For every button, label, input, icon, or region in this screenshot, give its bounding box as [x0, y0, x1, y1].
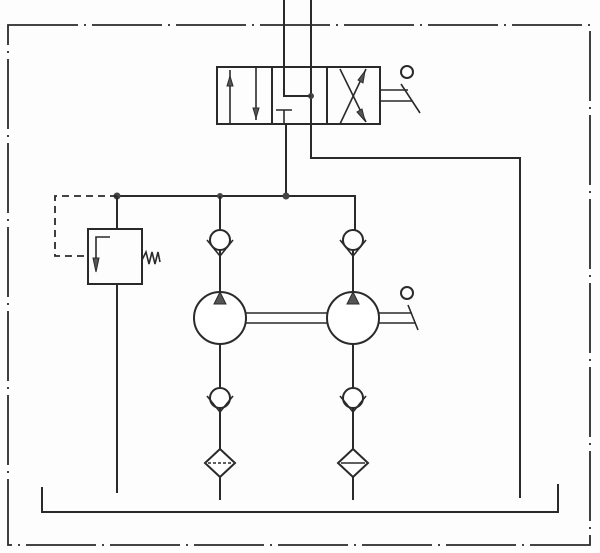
- arrow-down-icon: [252, 107, 260, 120]
- pump-left: [193, 290, 247, 345]
- spring-icon: [141, 249, 161, 265]
- pressure-relief-valve: [87, 196, 161, 493]
- arrow-cross-icon: [356, 108, 366, 122]
- filter: [203, 447, 237, 479]
- check-valve: [339, 229, 367, 258]
- arrow-up-icon: [226, 74, 234, 87]
- check-valve: [206, 229, 234, 258]
- lever-knob-icon: [400, 65, 414, 79]
- arrow-down-icon: [92, 257, 100, 273]
- pump-branch-right: [326, 229, 380, 500]
- lever-knob-icon: [400, 286, 414, 300]
- pump-branch-left: [193, 196, 247, 500]
- assembly-boundary: [7, 24, 591, 546]
- directional-control-valve: [216, 65, 421, 125]
- pressure-header: [54, 124, 356, 257]
- check-valve: [206, 387, 234, 414]
- tank: [41, 484, 559, 513]
- drive-shaft: [246, 286, 419, 331]
- check-valve: [339, 387, 367, 414]
- arrow-cross-icon: [357, 70, 366, 84]
- pump-right: [326, 290, 380, 345]
- filter: [336, 447, 370, 479]
